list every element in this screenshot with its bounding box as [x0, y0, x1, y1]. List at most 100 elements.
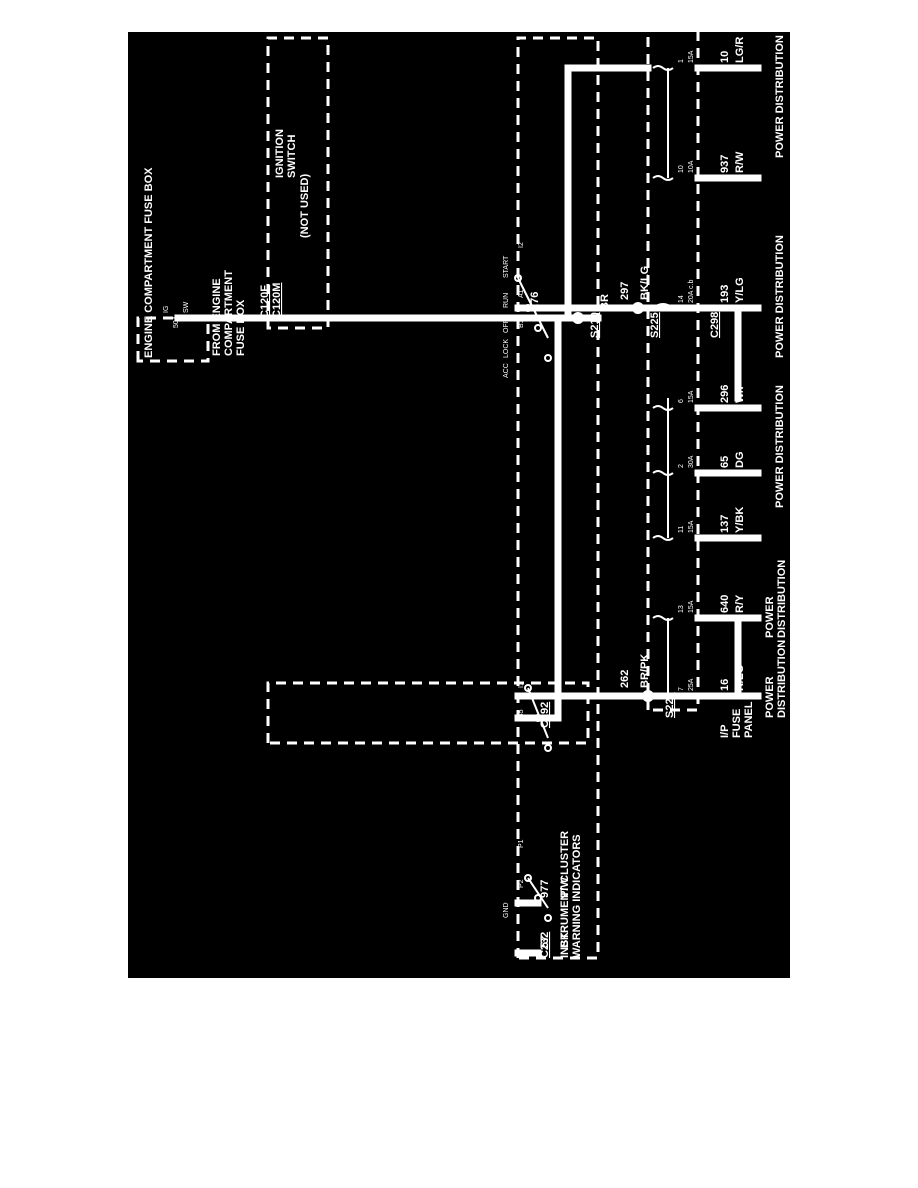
- power-distribution-label-1: POWER DISTRIBUTION: [774, 35, 786, 158]
- fuse-14-color: Y/LG: [734, 277, 746, 303]
- pin-p1: P1: [518, 839, 525, 848]
- wire-297-circuit: 297: [619, 282, 631, 300]
- wire-276-to-c292: [514, 314, 562, 722]
- fuse-11-circuit: 137: [719, 515, 731, 533]
- from-engine-label-1: FROM ENGINE: [211, 278, 223, 356]
- wire-276-color: BR: [599, 294, 611, 310]
- engine-sw-label: SW: [183, 301, 190, 313]
- wire-276-to-fuse-1: [564, 64, 652, 322]
- pin-a1: A1: [518, 289, 525, 298]
- ip-fuse-panel-label-1: I/P: [719, 725, 731, 738]
- fuse-10-number: 10: [678, 165, 685, 173]
- connector-c298: C298: [709, 312, 721, 338]
- ignition-switch-label-2: SWITCH: [286, 135, 298, 178]
- fuse-11-amp: 15A: [688, 520, 695, 533]
- power-distribution-label-2: POWER DISTRIBUTION: [774, 235, 786, 358]
- ignition-switch-label-1: IGNITION: [274, 129, 286, 178]
- wire-977-circuit: 977: [539, 880, 551, 898]
- fuse-2-circuit: 65: [719, 456, 731, 468]
- wire-276-circuit: 276: [529, 292, 541, 310]
- switch-acc-upper: ACC: [503, 363, 510, 378]
- fuse-1-circuit: 10: [719, 51, 731, 63]
- switch-off-upper: OFF: [503, 319, 510, 333]
- fuse-14-number: 14: [678, 295, 685, 303]
- splice-s221-label: S221: [664, 692, 676, 718]
- connector-c232: C232: [539, 932, 551, 958]
- fuse-13-circuit: 640: [719, 595, 731, 613]
- fuse-6-number: 6: [678, 399, 685, 403]
- wire-57-circuit: 57: [539, 936, 551, 948]
- pin-p2: P2: [518, 879, 525, 888]
- power-distribution-label-4b: DISTRIBUTION: [776, 560, 788, 638]
- wire-262-color: BR/PK: [639, 654, 651, 688]
- from-engine-label-2: COMPARTMENT: [223, 270, 235, 356]
- fuse-2-amp: 30A: [688, 455, 695, 468]
- connector-c292: C292: [539, 702, 551, 728]
- fuse-6-color: W/P: [734, 382, 746, 403]
- fuse-2-color: DG: [734, 452, 746, 469]
- fuse-2-number: 2: [678, 464, 685, 468]
- engine-ig-label: IG: [163, 306, 170, 313]
- pin-b1: B1: [518, 319, 525, 328]
- switch-lock-upper: LOCK: [503, 339, 510, 358]
- fuse-10-circuit: 937: [719, 155, 731, 173]
- fuse-7-color: R/LG: [734, 665, 746, 691]
- switch-gnd-label: GND: [503, 902, 510, 918]
- ignition-switch-outline: [266, 36, 330, 330]
- ignition-switch-left-outline: [266, 681, 590, 745]
- engine-box-label: ENGINE COMPARTMENT FUSE BOX: [143, 167, 155, 358]
- ip-fuse-panel-label-2: FUSE: [731, 709, 743, 738]
- fuse-7-circuit: 16: [719, 679, 731, 691]
- pin-b5: B5: [518, 709, 525, 718]
- wire-977-color: P/W: [559, 877, 571, 898]
- cluster-label-1: INSTRUMENT CLUSTER: [559, 831, 571, 958]
- fuse-symbols: [652, 65, 674, 699]
- fuse-14-circuit: 193: [719, 285, 731, 303]
- fuse-1-amp: 15A: [688, 50, 695, 63]
- wiring-diagram: ENGINE COMPARTMENT FUSE BOX FROM ENGINE …: [128, 32, 790, 978]
- connector-c120m: C120M: [271, 283, 283, 318]
- ip-fuse-panel-outline: [646, 32, 700, 712]
- ignition-switch-upper-contacts: [514, 274, 552, 362]
- power-distribution-label-4a: POWER: [764, 596, 776, 638]
- engine-fuse-box-outline: [136, 316, 210, 363]
- pin-i1: I1: [518, 682, 525, 688]
- power-distribution-label-5a: POWER: [764, 676, 776, 718]
- splice-s221: [642, 690, 654, 702]
- fuse-10-amp: 10A: [688, 160, 695, 173]
- fuse-10-color: R/W: [734, 151, 746, 173]
- ignition-switch-lower-contacts: [524, 684, 552, 922]
- diagram-rotated-canvas: ENGINE COMPARTMENT FUSE BOX FROM ENGINE …: [128, 32, 790, 978]
- wire-297-color: BK/LG: [639, 266, 651, 300]
- fuse-7-amp: 25A: [688, 678, 695, 691]
- fuse-6-amp: 15A: [688, 390, 695, 403]
- not-used-label: (NOT USED): [299, 174, 311, 239]
- fuse-13-number: 13: [678, 605, 685, 613]
- wire-262-circuit: 262: [619, 670, 631, 688]
- fuse-1-number: 1: [678, 59, 685, 63]
- ip-fuse-panel-label-3: PANEL: [743, 701, 755, 738]
- fuse-11-color: Y/BK: [734, 507, 746, 533]
- engine-fuse-rating: 50A: [173, 315, 180, 328]
- switch-run-upper: RUN: [503, 293, 510, 308]
- splice-s225-label: S225: [649, 312, 661, 338]
- wire-57-color: BK: [559, 932, 571, 948]
- power-distribution-label-3: POWER DISTRIBUTION: [774, 385, 786, 508]
- switch-start-upper: START: [503, 255, 510, 278]
- fuse-1-color: LG/R: [734, 37, 746, 63]
- splice-s219: [572, 312, 584, 324]
- cluster-label-2: WARNING INDICATORS: [571, 834, 583, 958]
- from-engine-label-3: FUSE BOX: [235, 299, 247, 356]
- connector-c120f: C120F: [259, 285, 271, 318]
- splice-s219-label: S219: [589, 312, 601, 338]
- fuse-6-circuit: 296: [719, 385, 731, 403]
- fuse-11-number: 11: [678, 526, 685, 533]
- power-distribution-label-5b: DISTRIBUTION: [776, 640, 788, 718]
- fuse-14-amp: 20A c.b: [688, 280, 695, 303]
- ignition-switch-lower-outline: [516, 36, 600, 960]
- fuse-7-number: 7: [678, 687, 685, 691]
- fuse-13-color: R/Y: [734, 594, 746, 613]
- diagram-svg: ENGINE COMPARTMENT FUSE BOX FROM ENGINE …: [136, 32, 788, 960]
- pin-i2: I2: [518, 242, 525, 248]
- splice-s225: [632, 302, 644, 314]
